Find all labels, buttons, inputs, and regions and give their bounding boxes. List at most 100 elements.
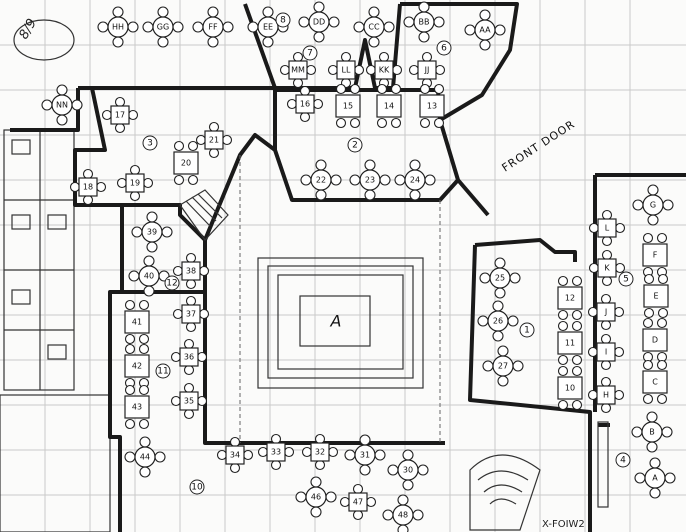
chair — [397, 524, 409, 532]
table-a[interactable]: A — [634, 457, 676, 499]
table-30[interactable]: 30 — [387, 449, 429, 491]
table-label: HH — [112, 23, 124, 32]
chair — [301, 446, 313, 458]
table-b[interactable]: B — [631, 411, 673, 453]
table-12[interactable]: 12 — [557, 275, 583, 321]
chair — [497, 345, 509, 357]
chair — [365, 496, 377, 508]
table-39[interactable]: 39 — [131, 211, 173, 253]
table-cc[interactable]: CC — [353, 6, 395, 48]
section-number: 4 — [620, 456, 626, 466]
table-27[interactable]: 27 — [482, 345, 524, 387]
table-label: 47 — [353, 498, 363, 507]
table-34[interactable]: 34 — [216, 436, 254, 474]
table-e[interactable]: E — [643, 273, 669, 319]
table-hh[interactable]: HH — [97, 6, 139, 48]
table-40[interactable]: 40 — [128, 255, 170, 297]
table-11[interactable]: 11 — [557, 320, 583, 366]
table-jj[interactable]: JJ — [408, 51, 446, 89]
chair — [403, 16, 415, 28]
table-c[interactable]: C — [642, 359, 668, 405]
table-label: 40 — [144, 272, 154, 281]
table-18[interactable]: 18 — [69, 168, 107, 206]
table-aa[interactable]: AA — [464, 9, 506, 51]
chair — [349, 83, 361, 95]
chair — [419, 117, 431, 129]
chair — [222, 21, 234, 33]
table-31[interactable]: 31 — [344, 434, 386, 476]
table-43[interactable]: 43 — [124, 384, 150, 430]
table-kk[interactable]: KK — [365, 51, 403, 89]
chair — [642, 317, 654, 329]
table-ff[interactable]: FF — [192, 6, 234, 48]
table-14[interactable]: 14 — [376, 83, 402, 129]
table-44[interactable]: 44 — [124, 436, 166, 478]
table-15[interactable]: 15 — [335, 83, 361, 129]
table-38[interactable]: 38 — [172, 252, 210, 290]
table-13[interactable]: 13 — [419, 83, 445, 129]
table-label: BB — [419, 18, 430, 27]
table-f[interactable]: F — [642, 232, 668, 278]
table-ee[interactable]: EE — [247, 6, 289, 48]
table-24[interactable]: 24 — [394, 159, 436, 201]
table-dd[interactable]: DD — [298, 1, 340, 43]
table-41[interactable]: 41 — [124, 299, 150, 345]
table-20[interactable]: 20 — [173, 140, 199, 186]
table-42[interactable]: 42 — [124, 343, 150, 389]
chair — [138, 384, 150, 396]
table-25[interactable]: 25 — [479, 257, 521, 299]
table-g[interactable]: G — [632, 184, 674, 226]
table-l[interactable]: L — [588, 209, 626, 247]
chair — [394, 174, 406, 186]
table-46[interactable]: 46 — [295, 476, 337, 518]
table-nn[interactable]: NN — [41, 84, 83, 126]
table-22[interactable]: 22 — [300, 159, 342, 201]
table-33[interactable]: 33 — [257, 433, 295, 471]
table-48[interactable]: 48 — [382, 494, 424, 532]
chair — [557, 354, 569, 366]
table-k[interactable]: K — [588, 249, 626, 287]
chair — [632, 199, 644, 211]
chair — [216, 449, 228, 461]
table-label: 46 — [311, 493, 321, 502]
corner-notation: 8/9 — [13, 16, 75, 61]
table-mm[interactable]: MM — [279, 51, 317, 89]
table-bb[interactable]: BB — [403, 1, 445, 43]
chair — [183, 338, 195, 350]
table-ll[interactable]: LL — [327, 51, 365, 89]
chair — [352, 509, 364, 521]
section-number: 5 — [623, 275, 629, 285]
chair — [656, 317, 668, 329]
table-23[interactable]: 23 — [349, 159, 391, 201]
table-j[interactable]: J — [587, 293, 625, 331]
table-47[interactable]: 47 — [339, 483, 377, 521]
table-36[interactable]: 36 — [170, 338, 208, 376]
table-h[interactable]: H — [587, 376, 625, 414]
table-21[interactable]: 21 — [195, 121, 233, 159]
chair — [349, 117, 361, 129]
chair — [172, 265, 184, 277]
table-label: 17 — [115, 111, 125, 120]
table-top — [417, 60, 437, 80]
chair — [494, 287, 506, 299]
table-17[interactable]: 17 — [101, 96, 139, 134]
table-32[interactable]: 32 — [301, 433, 339, 471]
table-10[interactable]: 10 — [557, 365, 583, 411]
table-26[interactable]: 26 — [477, 300, 519, 342]
table-label: 36 — [184, 353, 194, 362]
table-16[interactable]: 16 — [286, 85, 324, 123]
table-i[interactable]: I — [587, 333, 625, 371]
table-top — [336, 60, 356, 80]
chair — [198, 308, 210, 320]
chair — [295, 491, 307, 503]
chair — [292, 51, 304, 63]
table-35[interactable]: 35 — [170, 382, 208, 420]
table-19[interactable]: 19 — [116, 164, 154, 202]
chair — [664, 472, 676, 484]
chair — [344, 449, 356, 461]
table-gg[interactable]: GG — [142, 6, 184, 48]
chair — [391, 64, 403, 76]
table-37[interactable]: 37 — [172, 295, 210, 333]
table-d[interactable]: D — [642, 317, 668, 363]
chair — [482, 360, 494, 372]
